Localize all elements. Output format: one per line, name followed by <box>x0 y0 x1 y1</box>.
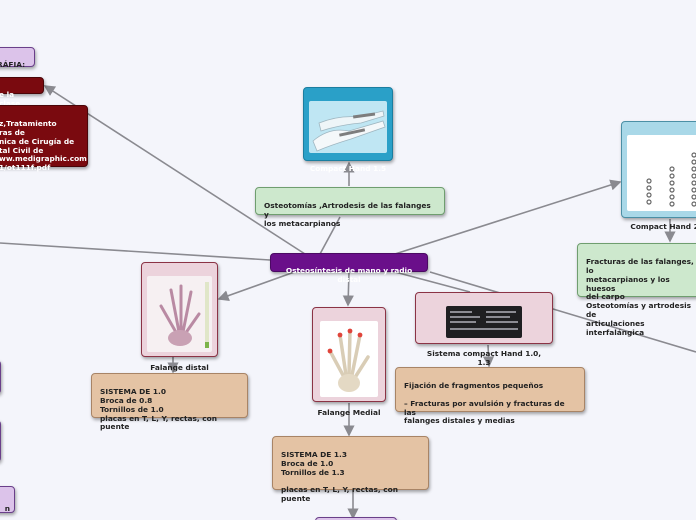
falange-medial-label: Falange Medial <box>317 407 381 417</box>
connector-to-left-offscreen <box>0 242 271 261</box>
bibliography-text: RÁFIA: <box>0 59 26 69</box>
left-partial-text: n <box>4 503 10 513</box>
hand-plates-image <box>309 100 387 153</box>
connector-to-sistema-compact <box>394 271 471 293</box>
compact-hand-15-label: Compact Hand 1.5 <box>309 163 387 173</box>
fijacion-node[interactable]: Fijación de fragmentos pequeños – Fractu… <box>395 367 585 425</box>
bibliography-node[interactable]: RÁFIA: <box>0 47 35 69</box>
compact-hand-15-node[interactable]: Compact Hand 1.5 <box>303 87 393 173</box>
compact-hand-2-node[interactable]: Compact Hand 2. <box>621 121 696 231</box>
hand-skeleton-image <box>320 320 378 397</box>
connector-to-osteotomias <box>319 216 341 255</box>
sistema-compact-label: Sistema compact Hand 1.0, 1.3 <box>426 348 542 367</box>
left-partial-node-1[interactable] <box>0 360 1 394</box>
central-topic-label: Osteosíntesis de mano y radio distal <box>285 265 413 284</box>
fijacion-text: Fijación de fragmentos pequeños – Fractu… <box>404 380 565 426</box>
connector-to-falange-medial <box>342 271 354 307</box>
falange-distal-label: Falange distal <box>150 362 209 372</box>
sistema-10-node[interactable]: SISTEMA DE 1.0 Broca de 0.8 Tornillos de… <box>91 373 248 431</box>
central-topic[interactable]: Osteosíntesis de mano y radio distal <box>270 253 428 284</box>
left-partial-node-2[interactable] <box>0 420 1 462</box>
fracturas-node[interactable]: Fracturas de las falanges, lo metacarpia… <box>577 243 696 337</box>
reference-text: z,Tratamiento ras de nica de Cirugía de … <box>0 118 87 173</box>
screws-image <box>627 134 696 211</box>
sistema-13-text: SISTEMA DE 1.3 Broca de 1.0 Tornillos de… <box>281 449 399 504</box>
sistema-10-text: SISTEMA DE 1.0 Broca de 0.8 Tornillos de… <box>100 386 218 432</box>
connector-to-right-offscreen <box>429 271 696 353</box>
class-text: e la clase <box>0 89 21 108</box>
hand-xray-image <box>147 275 212 352</box>
left-partial-node-3[interactable]: n <box>0 486 15 513</box>
falange-distal-node[interactable]: Falange distal <box>141 262 218 372</box>
fracturas-text: Fracturas de las falanges, lo metacarpia… <box>586 256 694 337</box>
connector-to-falange-distal <box>217 269 301 302</box>
class-node[interactable]: e la clase <box>0 77 44 108</box>
osteotomias-text: Osteotomías ,Artrodesis de las falanges … <box>264 200 431 228</box>
compact-hand-2-label: Compact Hand 2. <box>630 221 696 231</box>
osteotomias-node[interactable]: Osteotomías ,Artrodesis de las falanges … <box>255 187 445 228</box>
connector-to-fijacion <box>482 344 495 368</box>
connector-to-compact-hand-2 <box>394 179 622 255</box>
falange-medial-node[interactable]: Falange Medial <box>312 307 386 417</box>
instrument-tray-image <box>446 305 522 338</box>
reference-node[interactable]: z,Tratamiento ras de nica de Cirugía de … <box>0 105 88 172</box>
sistema-compact-node[interactable]: Sistema compact Hand 1.0, 1.3 <box>415 292 553 367</box>
sistema-13-node[interactable]: SISTEMA DE 1.3 Broca de 1.0 Tornillos de… <box>272 436 429 503</box>
connector-to-bibliography <box>43 85 306 255</box>
bottom-partial-node[interactable] <box>315 517 397 520</box>
